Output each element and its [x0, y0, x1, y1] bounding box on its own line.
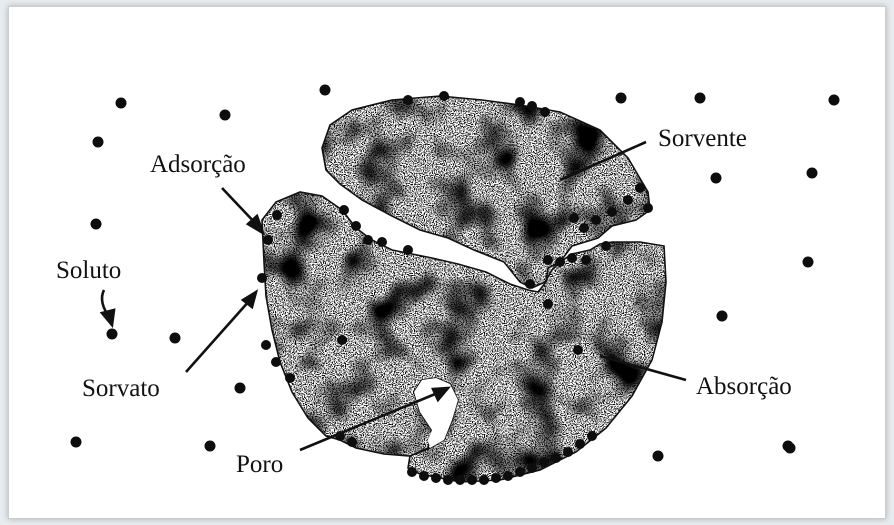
absorbed-dot: [573, 345, 583, 355]
solute-dot: [785, 443, 796, 454]
sorbate-dot: [439, 91, 449, 101]
solute-dot: [107, 329, 118, 340]
label-poro: Poro: [236, 452, 283, 477]
sorbate-dot: [257, 273, 267, 283]
solute-dot: [205, 441, 216, 452]
absorbed-dot: [337, 335, 347, 345]
sorbate-dot: [443, 475, 453, 485]
arrowhead-soluto: [102, 310, 114, 325]
sorbate-dot: [503, 471, 513, 481]
sorbate-dot: [563, 447, 573, 457]
sorbate-dot: [643, 203, 653, 213]
sorbate-dot: [419, 471, 429, 481]
sorbate-dot: [271, 357, 281, 367]
sorbate-dot: [540, 107, 550, 117]
sorbate-dot: [351, 221, 361, 231]
sorbate-dot: [601, 241, 611, 251]
sorbate-dot: [407, 467, 417, 477]
sorbate-dot: [623, 195, 633, 205]
sorbate-dot: [263, 235, 273, 245]
solute-dot: [616, 93, 627, 104]
sorbate-dot: [527, 101, 537, 111]
solute-dot: [116, 98, 127, 109]
sorbate-dot: [635, 183, 645, 193]
solute-dot: [71, 437, 82, 448]
sorbate-dot: [403, 245, 413, 255]
sorbate-dot: [607, 207, 617, 217]
sorbate-dot: [403, 95, 413, 105]
sorbate-dot: [339, 205, 349, 215]
absorbed-dot: [525, 279, 535, 289]
sorbate-dot: [377, 237, 387, 247]
sorbate-dot: [347, 437, 357, 447]
absorbed-dot: [543, 299, 553, 309]
sorbate-dot: [579, 223, 589, 233]
solute-dot: [235, 383, 246, 394]
sorbate-dot: [285, 373, 295, 383]
solute-dot: [170, 333, 181, 344]
sorbate-dot: [491, 473, 501, 483]
sorbate-dot: [455, 475, 465, 485]
sorbate-dot: [467, 475, 477, 485]
solute-dot: [91, 219, 102, 230]
sorbate-dot: [581, 255, 591, 265]
sorbate-dot: [551, 453, 561, 463]
solute-dot: [220, 110, 231, 121]
sorbate-dot: [515, 97, 525, 107]
solute-dot: [829, 95, 840, 106]
solute-dot: [807, 168, 818, 179]
sorbate-dot: [363, 235, 373, 245]
sorbate-dot: [479, 475, 489, 485]
label-soluto: Soluto: [56, 258, 121, 283]
arrow-sorvato: [186, 300, 250, 372]
solute-dot: [320, 85, 331, 96]
sorbate-dot: [587, 431, 597, 441]
solute-dot: [695, 93, 706, 104]
sorbate-dot: [543, 255, 553, 265]
sorbate-dot: [539, 457, 549, 467]
sorbate-dot: [555, 257, 565, 267]
label-absorcao: Absorção: [696, 374, 792, 399]
sorbate-dot: [591, 215, 601, 225]
sorbate-dot: [515, 467, 525, 477]
sorbate-dot: [431, 473, 441, 483]
sorbate-dot: [569, 213, 579, 223]
sorbate-dot: [575, 439, 585, 449]
solute-dot: [711, 173, 722, 184]
sorbate-dot: [527, 463, 537, 473]
sorbate-dot: [272, 210, 282, 220]
solute-dot: [93, 137, 104, 148]
label-sorvato: Sorvato: [82, 376, 160, 401]
label-sorvente: Sorvente: [658, 126, 747, 151]
label-adsorcao: Adsorção: [150, 152, 246, 177]
solute-dot: [653, 451, 664, 462]
solute-dot: [803, 257, 814, 268]
sorbate-dot: [261, 340, 271, 350]
sorbent-body: [255, 90, 675, 490]
solute-dot: [717, 311, 728, 322]
sorbate-dot: [567, 253, 577, 263]
